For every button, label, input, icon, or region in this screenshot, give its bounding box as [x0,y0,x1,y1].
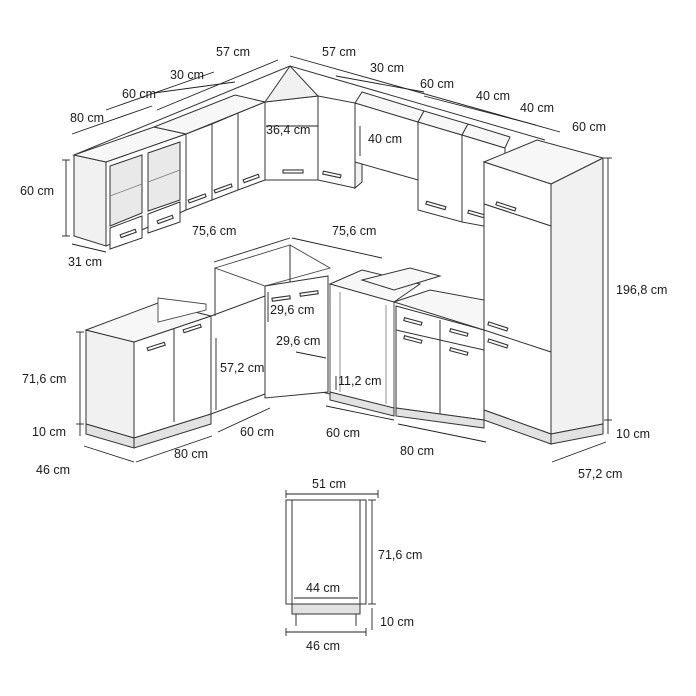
label-base-60-oven: 60 cm [326,426,360,440]
label-corner-75-6-right: 75,6 cm [332,224,376,238]
label-detail-plinth-10: 10 cm [380,615,414,629]
handle-icon [425,200,447,211]
label-corner-29-6-b: 29,6 cm [276,334,320,348]
label-upper-40-b: 40 cm [520,101,554,115]
label-detail-height-71-6: 71,6 cm [378,548,422,562]
handle-icon [242,173,260,184]
label-corner-75-6-left: 75,6 cm [192,224,236,238]
upper-corner-cabinet [264,95,319,181]
handle-icon [495,201,517,212]
label-corner-57-2: 57,2 cm [220,361,264,375]
dimension-labels: 57 cm 57 cm 30 cm 30 cm 60 cm 60 cm 80 c… [20,45,667,653]
label-hood-40: 40 cm [368,132,402,146]
label-tall-height-196-8: 196,8 cm [616,283,667,297]
label-base-depth-46: 46 cm [36,463,70,477]
handle-icon [182,323,202,334]
label-upper-30-right: 30 cm [370,61,404,75]
corner-base-cabinet [210,295,266,415]
glass-door-right [147,141,181,212]
tall-cabinet [482,139,605,445]
handle-icon [119,228,137,239]
glass-door-left [109,154,143,227]
base-cabinet-row [84,244,485,449]
label-upper-57-right: 57 cm [322,45,356,59]
label-upper-60-right: 60 cm [420,77,454,91]
label-upper-depth-31: 31 cm [68,255,102,269]
dimension-lines [62,55,612,463]
handle-icon [156,214,174,225]
label-upper-40-a: 40 cm [476,89,510,103]
label-upper-height-60: 60 cm [20,184,54,198]
label-detail-width-51: 51 cm [312,477,346,491]
handle-icon [403,335,423,344]
label-plinth-10-left: 10 cm [32,425,66,439]
label-plinth-10-right: 10 cm [616,427,650,441]
label-upper-57-left: 57 cm [216,45,250,59]
corner-opening [213,244,332,287]
handle-icon [213,183,233,194]
label-base-60-mid: 60 cm [240,425,274,439]
handle-icon [271,295,291,302]
detail-cabinet-view [285,490,379,636]
label-upper-60-left: 60 cm [122,87,156,101]
label-upper-80: 80 cm [70,111,104,125]
handle-icon [146,341,166,352]
handle-icon [449,347,469,356]
label-tall-depth-57-2: 57,2 cm [578,467,622,481]
handle-icon [322,170,342,179]
tall-middle-door [483,203,552,353]
label-corner-36-4: 36,4 cm [266,123,310,137]
label-base-height-71-6: 71,6 cm [22,372,66,386]
handle-icon [299,290,319,297]
label-detail-depth-46: 46 cm [306,639,340,653]
handle-icon [187,193,207,204]
label-upper-30-left: 30 cm [170,68,204,82]
label-base-80-left: 80 cm [174,447,208,461]
handle-icon [403,317,423,326]
label-detail-inner-44: 44 cm [306,581,340,595]
label-base-80-right: 80 cm [400,444,434,458]
base-cabinet-30 [264,275,329,399]
label-gap-11-2: 11,2 cm [338,374,382,388]
label-corner-29-6-a: 29,6 cm [270,303,314,317]
handle-icon [282,169,304,174]
label-upper-60-far: 60 cm [572,120,606,134]
hob [360,267,442,291]
handle-icon [449,328,469,337]
handle-icon [487,338,509,349]
handle-icon [487,321,509,332]
